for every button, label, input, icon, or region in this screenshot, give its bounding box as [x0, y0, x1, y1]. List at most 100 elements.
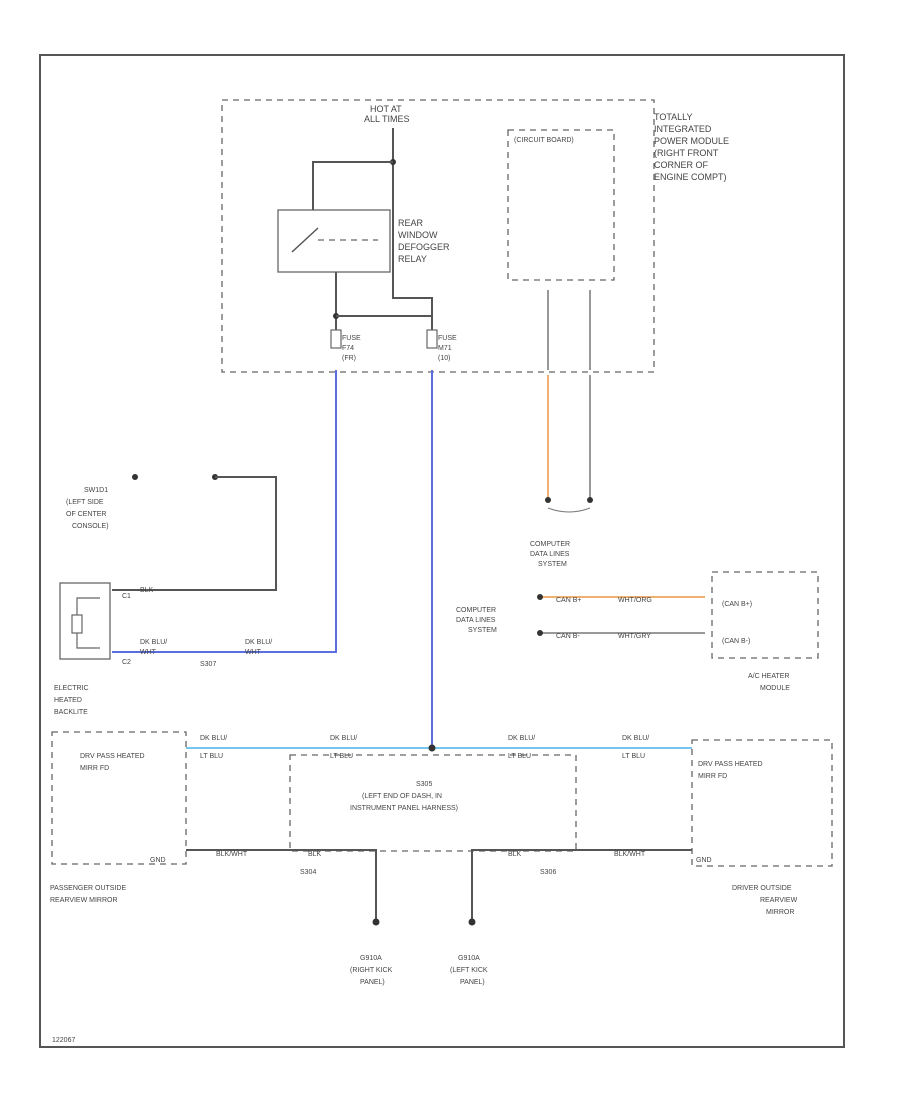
- ac-can-minus-label: (CAN B-): [722, 638, 750, 645]
- pass-gnd: GND: [150, 857, 166, 864]
- drv-mirror-3: MIRROR: [766, 909, 794, 916]
- mirror-wire-label-1b: LT BLU: [200, 753, 223, 760]
- diagram-frame: [39, 54, 845, 1048]
- wire-can-plus: CAN B+: [556, 597, 581, 604]
- ac-label-1: A/C HEATER: [748, 673, 790, 680]
- g-right-1: G910A: [360, 955, 382, 962]
- pass-mirror-2: REARVIEW MIRROR: [50, 897, 118, 904]
- backlite-element-top: [76, 597, 100, 615]
- wire-dkblu-1b: WHT: [140, 649, 157, 656]
- relay-input-wire: [312, 161, 393, 210]
- tipm-label-6: ENGINE COMPT): [654, 172, 727, 182]
- drv-gnd: GND: [696, 857, 712, 864]
- hot-label-1: HOT AT: [370, 104, 402, 114]
- tipm-label-2: INTEGRATED: [654, 124, 712, 134]
- wire-wht-org: WHT/ORG: [618, 597, 652, 604]
- pass-blk-wht: BLK/WHT: [216, 851, 248, 858]
- comp-top-1: COMPUTER: [530, 541, 570, 548]
- comp-top-2: DATA LINES: [530, 551, 570, 558]
- comp-top-3: SYSTEM: [538, 561, 567, 568]
- pass-heated-2: MIRR FD: [80, 765, 109, 772]
- drv-blk-wht: BLK/WHT: [614, 851, 646, 858]
- right-ground-dot: [372, 918, 380, 926]
- mirror-wire-label-2a: DK BLU/: [330, 735, 357, 742]
- driver-ground-wire: [471, 849, 692, 920]
- ac-can-plus-label: (CAN B+): [722, 601, 752, 608]
- wire-can-minus: CAN B-: [556, 633, 580, 640]
- can-plus-end: [545, 497, 551, 503]
- fuse-left-2: F74: [342, 345, 354, 352]
- s305-splice: [428, 744, 436, 752]
- wire-dkblu-1a: DK BLU/: [140, 639, 167, 646]
- tipm-label-3: POWER MODULE: [654, 136, 729, 146]
- mirror-wire-label-4a: DK BLU/: [622, 735, 649, 742]
- drv-mirror-1: DRIVER OUTSIDE: [732, 885, 792, 892]
- tipm-label-5: CORNER OF: [654, 160, 709, 170]
- s305-label-3: INSTRUMENT PANEL HARNESS): [350, 805, 458, 812]
- fuse-left: [330, 329, 342, 349]
- backlite-box: [59, 582, 111, 660]
- wire-s307: S307: [200, 661, 216, 668]
- backlite-ground-wire: [112, 476, 277, 591]
- comp-mid-3: SYSTEM: [468, 627, 497, 634]
- circuit-board-label: (CIRCUIT BOARD): [514, 137, 574, 144]
- drv-mirror-2: REARVIEW: [760, 897, 798, 904]
- tipm-label-4: (RIGHT FRONT: [654, 148, 719, 158]
- hot-label-2: ALL TIMES: [364, 114, 410, 124]
- mirror-wire-label-2b: LT BLU: [330, 753, 353, 760]
- g-left-2: (LEFT KICK: [450, 967, 488, 974]
- backlite-feed-wire: [112, 370, 337, 653]
- ac-can-minus-dot: [537, 630, 543, 636]
- ac-label-2: MODULE: [760, 685, 790, 692]
- driver-mirror-box: [691, 739, 833, 867]
- relay-label-3: DEFOGGER: [398, 242, 450, 252]
- tipm-label-1: TOTALLY: [654, 112, 693, 122]
- fuse-right-1: FUSE: [438, 335, 457, 342]
- switch-label-3: OF CENTER: [66, 511, 106, 518]
- backlite-label-1: ELECTRIC: [54, 685, 89, 692]
- mirror-wire-label-4b: LT BLU: [622, 753, 645, 760]
- wire-wht-gry: WHT/GRY: [618, 633, 651, 640]
- ac-can-plus-dot: [537, 594, 543, 600]
- footer-id: 122067: [52, 1037, 75, 1044]
- relay-label-4: RELAY: [398, 254, 427, 264]
- backlite-element: [71, 614, 83, 634]
- wire-c1: C1: [122, 593, 131, 600]
- backlite-label-3: BACKLITE: [54, 709, 88, 716]
- passenger-ground-wire: [186, 849, 377, 920]
- pass-blk: BLK: [308, 851, 322, 858]
- relay-label-1: REAR: [398, 218, 424, 228]
- backlite-element-bottom: [76, 633, 100, 649]
- fuse-left-3: (FR): [342, 355, 356, 362]
- s305-label-2: (LEFT END OF DASH, IN: [362, 793, 442, 800]
- relay-box: [277, 209, 391, 273]
- fuse-right-3: (10): [438, 355, 450, 362]
- relay-label-2: WINDOW: [398, 230, 438, 240]
- mirror-wire-label-1a: DK BLU/: [200, 735, 227, 742]
- relay-switch: [291, 227, 319, 253]
- pass-s304: S304: [300, 869, 316, 876]
- pass-heated-1: DRV PASS HEATED: [80, 753, 145, 760]
- mirror-wire-label-3b: LT BLU: [508, 753, 531, 760]
- s305-box: [289, 754, 577, 852]
- can-brace: [547, 507, 591, 513]
- left-ground-dot: [468, 918, 476, 926]
- fuse-right: [426, 329, 438, 349]
- comp-mid-1: COMPUTER: [456, 607, 496, 614]
- wire-dkblu-2a: DK BLU/: [245, 639, 272, 646]
- g-left-1: G910A: [458, 955, 480, 962]
- passenger-mirror-box: [51, 731, 187, 865]
- can-minus-end: [587, 497, 593, 503]
- relay-coil-wire: [392, 210, 433, 330]
- g-right-2: (RIGHT KICK: [350, 967, 393, 974]
- pass-mirror-1: PASSENGER OUTSIDE: [50, 885, 126, 892]
- fuse-right-2: M71: [438, 345, 452, 352]
- drv-heated-2: MIRR FD: [698, 773, 727, 780]
- wire-blk-backlite: BLK: [140, 587, 154, 594]
- switch-pin-left: [132, 474, 138, 480]
- comp-mid-2: DATA LINES: [456, 617, 496, 624]
- g-left-3: PANEL): [460, 979, 485, 986]
- fuse-left-1: FUSE: [342, 335, 361, 342]
- drv-blk: BLK: [508, 851, 522, 858]
